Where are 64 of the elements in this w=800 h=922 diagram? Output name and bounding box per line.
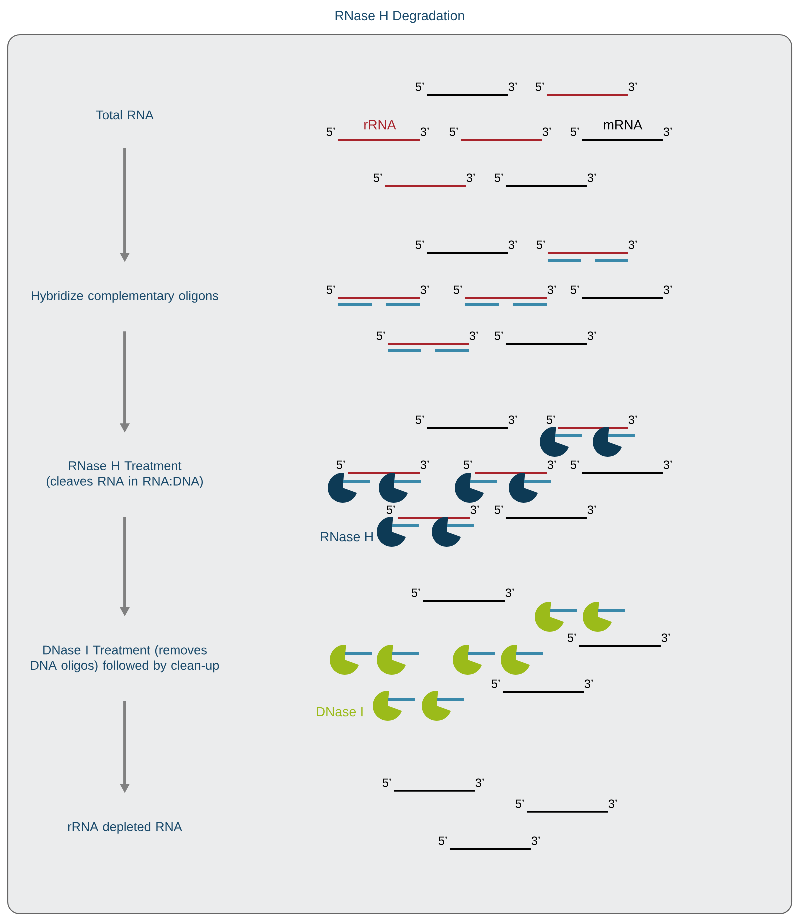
strand-end-label: 3’ — [466, 174, 475, 182]
strand-end-label: 5’ — [326, 286, 335, 294]
strand-end-label: 5’ — [570, 286, 579, 294]
strand-name: mRNA — [604, 120, 643, 130]
strand-end-label: 3’ — [470, 332, 478, 340]
strand-end-label: 3’ — [420, 128, 429, 136]
strand-end-label: 3’ — [584, 680, 593, 688]
strand-end-label: 3’ — [588, 506, 596, 514]
strand-end-label: 3’ — [628, 416, 637, 424]
enzyme-label: RNase H — [321, 532, 373, 542]
step-label: RNase H Treatment (cleaves RNA in RNA:DNA) — [46, 462, 203, 488]
strand-end-label: 5’ — [516, 800, 524, 808]
strand-end-label: 5’ — [416, 240, 424, 250]
strand-end-label: 5’ — [570, 128, 579, 136]
strand-end-label: 5’ — [546, 416, 555, 424]
strand-end-label: 3’ — [420, 460, 429, 470]
strand-end-label: 3’ — [508, 240, 517, 250]
strand-end-label: 3’ — [476, 778, 484, 788]
strand-end-label: 5’ — [376, 332, 385, 340]
step-label: Total RNA — [96, 110, 154, 120]
strand-end-label: 5’ — [412, 588, 420, 598]
strand-end-label: 3’ — [506, 588, 514, 598]
strand-end-label: 3’ — [548, 460, 556, 470]
strand-end-label: 5’ — [494, 332, 503, 340]
step-label: DNase I Treatment (removes DNA oligos) followed by clean-up — [31, 645, 220, 673]
strand-end-label: 5’ — [416, 82, 424, 92]
strand-end-label: 3’ — [664, 460, 672, 470]
strand-end-label: 3’ — [548, 286, 556, 294]
strand-end-label: 5’ — [492, 680, 500, 688]
strand-end-label: 5’ — [416, 416, 424, 424]
strand-end-label: 5’ — [464, 460, 472, 470]
strand-end-label: 5’ — [536, 82, 544, 92]
strand-end-label: 3’ — [508, 416, 517, 424]
strand-end-label: 5’ — [494, 506, 503, 514]
strand-end-label: 5’ — [374, 174, 382, 182]
strand-end-label: 5’ — [450, 128, 458, 136]
strand-end-label: 5’ — [494, 174, 503, 182]
strand-end-label: 3’ — [470, 506, 479, 514]
strand-name: rRNA — [364, 120, 396, 130]
strand-end-label: 3’ — [664, 128, 672, 136]
enzyme-label: DNase I — [317, 707, 363, 717]
strand-end-label: 5’ — [568, 634, 576, 642]
strand-end-label: 3’ — [628, 82, 637, 92]
strand-end-label: 5’ — [386, 506, 395, 514]
strand-end-label: 3’ — [542, 128, 551, 136]
strand-end-label: 3’ — [420, 286, 429, 294]
strand-end-label: 5’ — [536, 240, 545, 250]
strand-end-label: 3’ — [588, 174, 596, 182]
strand-end-label: 5’ — [326, 128, 335, 136]
strand-end-label: 3’ — [608, 800, 617, 808]
title: RNase H Degradation — [336, 10, 464, 24]
strand-end-label: 5’ — [438, 836, 447, 846]
step-label: rRNA depleted RNA — [68, 822, 182, 834]
strand-end-label: 3’ — [664, 286, 672, 294]
strand-end-label: 3’ — [508, 82, 517, 92]
strand-end-label: 3’ — [588, 332, 596, 340]
strand-end-label: 3’ — [532, 836, 540, 846]
strand-end-label: 5’ — [454, 286, 462, 294]
strand-end-label: 5’ — [570, 460, 579, 470]
strand-end-label: 3’ — [662, 634, 670, 642]
step-label: Hybridize complementary oligons — [32, 291, 218, 303]
strand-end-label: 5’ — [382, 778, 391, 788]
strand-end-label: 5’ — [336, 460, 345, 470]
strand-end-label: 3’ — [628, 240, 637, 250]
